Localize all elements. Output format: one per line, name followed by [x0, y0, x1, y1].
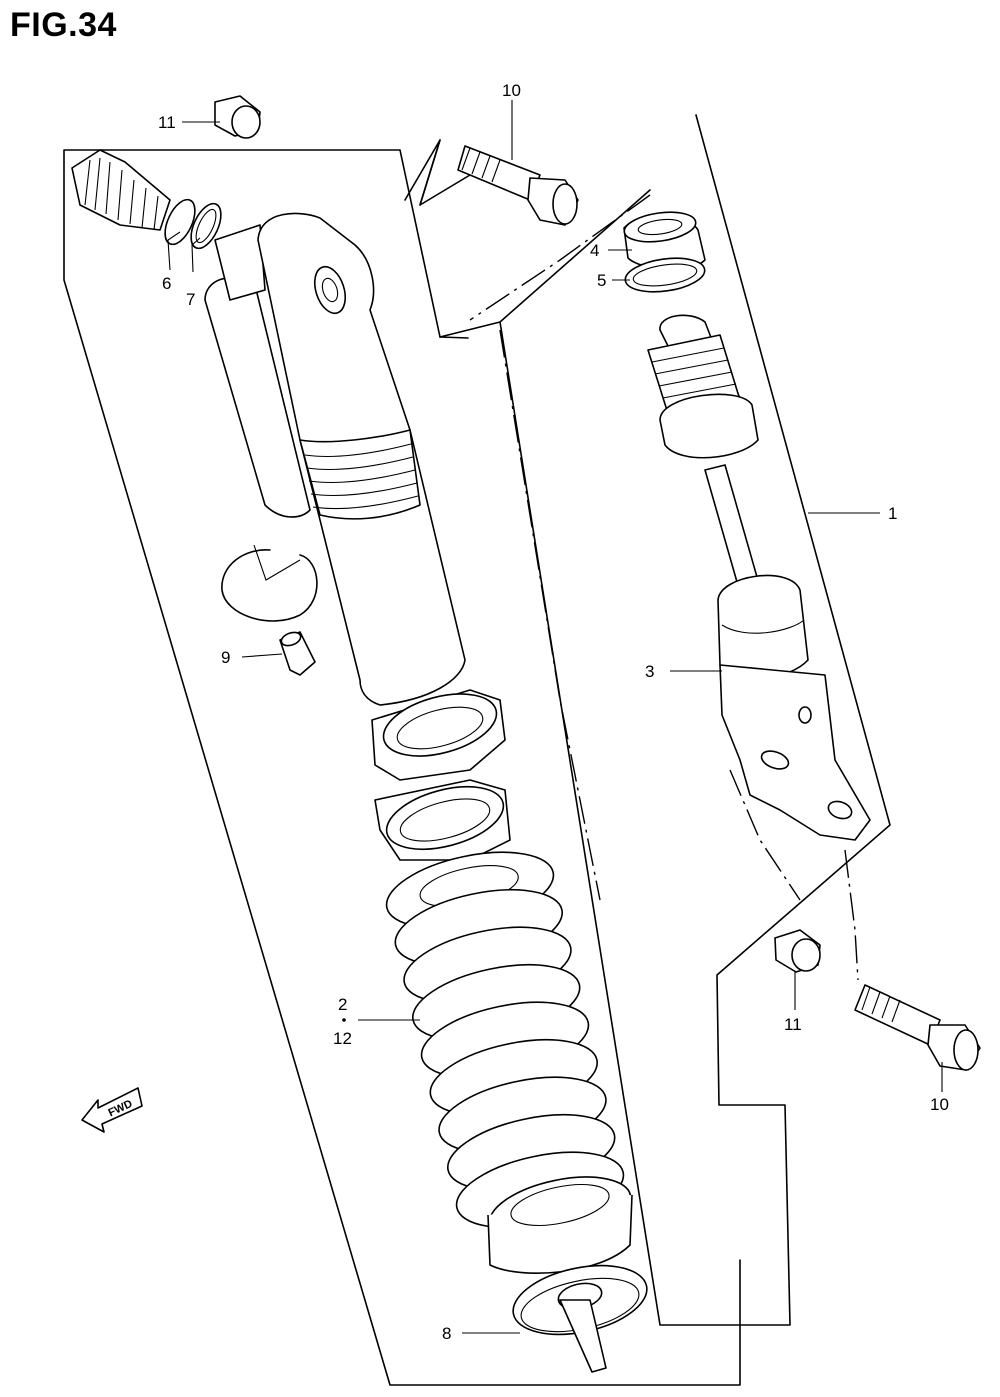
reservoir-body — [204, 276, 311, 518]
snap-ring — [221, 544, 318, 622]
lock-nut-lower — [374, 779, 511, 861]
lock-nut-upper — [371, 689, 506, 781]
callout-3: 3 — [645, 662, 654, 681]
damper-rod-assembly — [647, 314, 871, 841]
callout-11-bottom: 11 — [784, 1015, 802, 1034]
bushing-part-4 — [623, 211, 706, 271]
air-valve-part-9 — [279, 631, 316, 676]
bolt-part-10-top — [457, 145, 579, 226]
callout-4: 4 — [590, 241, 599, 260]
spring-guide-part-8 — [512, 1264, 648, 1373]
bolt-part-10-bottom — [854, 984, 981, 1071]
centerline-upper — [469, 194, 651, 321]
figure-title: FIG.34 — [10, 6, 117, 44]
callout-12: 12 — [333, 1029, 352, 1048]
coil-spring-part-2 — [385, 851, 625, 1229]
callout-2: 2 — [338, 995, 347, 1014]
centerline-bolt-lower — [844, 849, 859, 981]
callout-box-bolt-top — [404, 139, 471, 206]
collar-part-11-top — [214, 95, 261, 139]
callout-10-top: 10 — [502, 81, 521, 100]
seal-part-5 — [624, 257, 706, 293]
callout-5: 5 — [597, 271, 606, 290]
centerline-lower — [729, 769, 801, 901]
callout-1: 1 — [888, 504, 897, 523]
collar-part-11-bottom — [774, 929, 821, 973]
callout-11-top: 11 — [158, 113, 176, 132]
leader-6 — [167, 231, 181, 271]
leader-9 — [241, 653, 283, 658]
o-ring-part-7 — [190, 202, 222, 250]
reservoir-neck — [214, 224, 266, 301]
damper-body-part-1 — [257, 212, 466, 706]
callout-separator-dot — [342, 1018, 346, 1022]
callout-7: 7 — [186, 290, 195, 309]
assembly-outline-left — [63, 149, 741, 1386]
callout-9: 9 — [221, 648, 230, 667]
callout-10-bottom: 10 — [930, 1095, 949, 1114]
spring-seat-lower — [487, 1176, 633, 1274]
threaded-fitting-part-6 — [71, 149, 196, 246]
fwd-arrow-icon: FWD — [81, 1087, 143, 1133]
callout-8: 8 — [442, 1324, 451, 1343]
leader-7 — [191, 237, 201, 273]
callout-6: 6 — [162, 274, 171, 293]
